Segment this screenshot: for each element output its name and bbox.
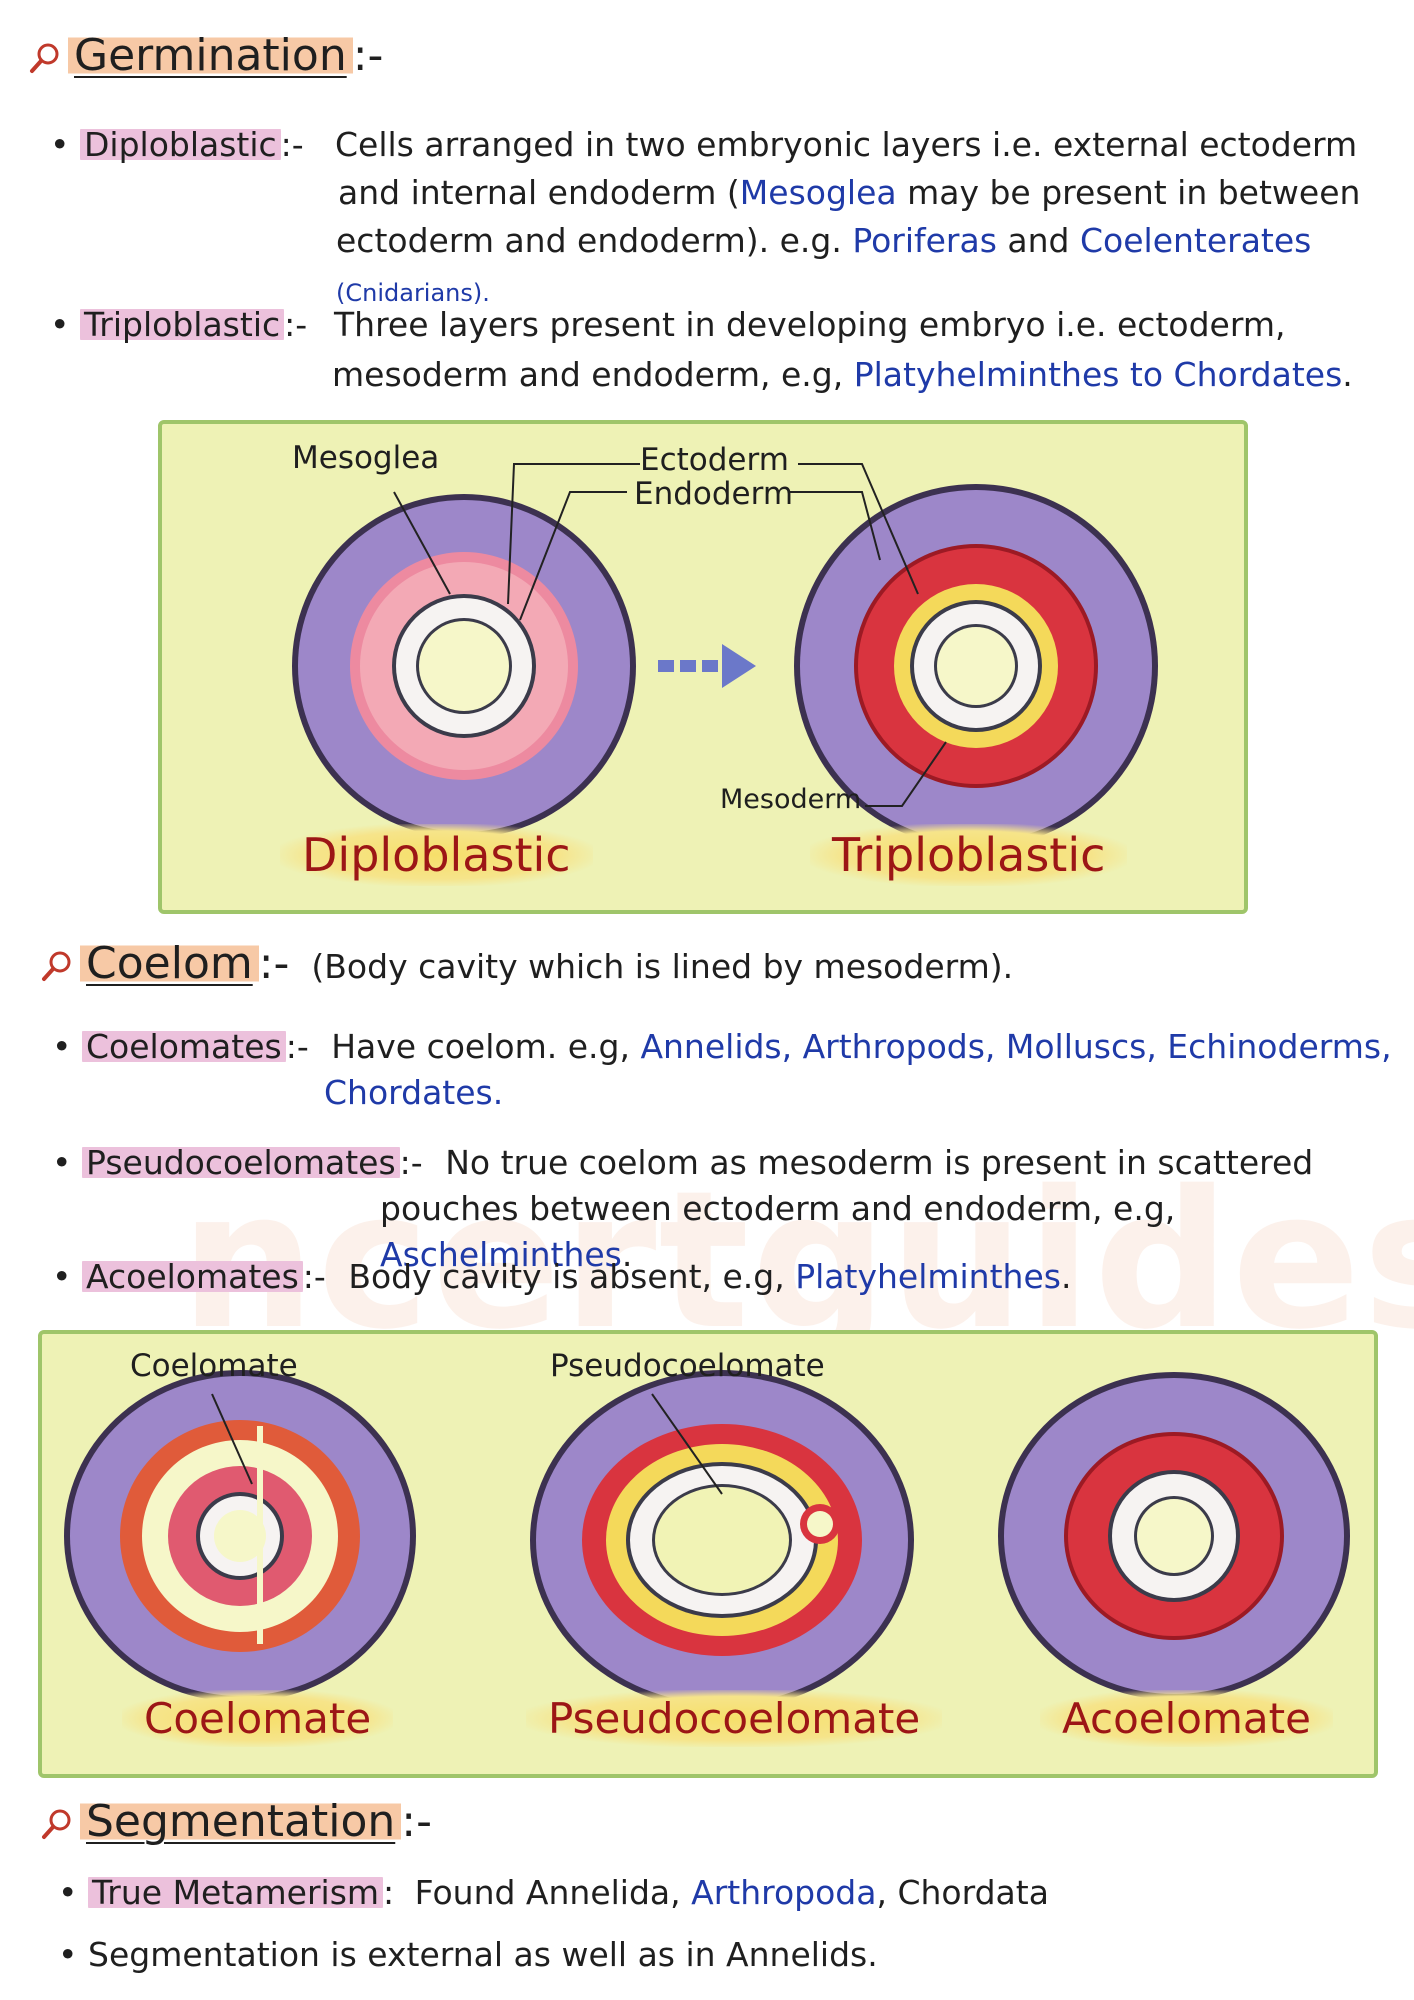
arrow-icon	[658, 644, 756, 688]
diploblastic-line3: ectoderm and endoderm). e.g. Poriferas a…	[336, 221, 1312, 307]
magnifier-icon	[42, 1809, 71, 1839]
title-coelomate: Coelomate	[122, 1690, 394, 1747]
title-triploblastic: Triploblastic	[810, 824, 1128, 886]
triploblastic-cross-section	[794, 484, 1158, 848]
triploblastic-line2: mesoderm and endoderm, e.g, Platyhelmint…	[332, 355, 1353, 394]
coelom-types-diagram: Coelomate Pseudocoelomate Coelomate Pseu…	[38, 1330, 1378, 1778]
acoelomate-cross-section	[998, 1372, 1350, 1700]
true-metamerism-term: True Metamerism	[88, 1873, 384, 1912]
germ-layers-diagram: Mesoglea Ectoderm Endoderm Mesoderm Dipl…	[158, 420, 1248, 914]
pseudocoelomate-cross-section	[530, 1370, 914, 1710]
magnifier-icon	[30, 43, 59, 73]
label-mesoglea: Mesoglea	[292, 440, 440, 476]
coelom-heading-text: Coelom	[80, 938, 259, 989]
acoelomates-term: Acoelomates	[82, 1257, 303, 1296]
acoelomates-item: •Acoelomates:- Body cavity is absent, e.…	[52, 1257, 1072, 1296]
segmentation-heading-text: Segmentation	[80, 1796, 402, 1847]
link-mesoglea: Mesoglea	[739, 173, 897, 212]
coelom-heading: Coelom:- (Body cavity which is lined by …	[40, 938, 1013, 990]
magnifier-icon	[42, 951, 71, 981]
coelomates-item: •Coelomates:- Have coelom. e.g, Annelids…	[52, 1027, 1392, 1066]
pseudocoelomates-line2: pouches between ectoderm and endoderm, e…	[380, 1189, 1176, 1274]
label-endoderm: Endoderm	[634, 476, 794, 512]
diploblastic-term: Diploblastic	[80, 125, 281, 164]
leader-lines	[393, 463, 947, 807]
pseudocoelomates-term: Pseudocoelomates	[82, 1143, 400, 1182]
label-coelomate: Coelomate	[130, 1348, 298, 1384]
diploblastic-item: •Diploblastic:- Cells arranged in two em…	[50, 125, 1358, 164]
coelomate-cross-section	[64, 1370, 416, 1702]
pseudocoelomates-item: •Pseudocoelomates:- No true coelom as me…	[52, 1143, 1314, 1182]
germination-heading: Germination:-	[28, 30, 383, 81]
diploblastic-cross-section	[292, 494, 636, 838]
title-diploblastic: Diploblastic	[280, 824, 593, 886]
true-metamerism-item: •True Metamerism: Found Annelida, Arthro…	[58, 1873, 1049, 1912]
triploblastic-item: •Triploblastic:- Three layers present in…	[50, 305, 1286, 344]
label-pseudocoelomate: Pseudocoelomate	[550, 1348, 825, 1384]
segmentation-heading: Segmentation:-	[40, 1796, 432, 1847]
title-pseudocoelomate: Pseudocoelomate	[526, 1690, 943, 1747]
label-mesoderm: Mesoderm	[720, 784, 862, 815]
coelomates-line2: Chordates.	[324, 1073, 504, 1112]
triploblastic-term: Triploblastic	[80, 305, 285, 344]
coelomates-term: Coelomates	[82, 1027, 286, 1066]
label-ectoderm: Ectoderm	[640, 442, 789, 478]
germination-heading-text: Germination	[68, 30, 353, 81]
title-acoelomate: Acoelomate	[1040, 1690, 1333, 1747]
germ-layers-svg	[292, 463, 1158, 848]
diploblastic-line2: and internal endoderm (Mesoglea may be p…	[338, 173, 1361, 212]
segmentation-external-item: •Segmentation is external as well as in …	[58, 1935, 878, 1974]
coelom-types-svg	[64, 1370, 1350, 1710]
coelom-description: (Body cavity which is lined by mesoderm)…	[311, 947, 1014, 986]
